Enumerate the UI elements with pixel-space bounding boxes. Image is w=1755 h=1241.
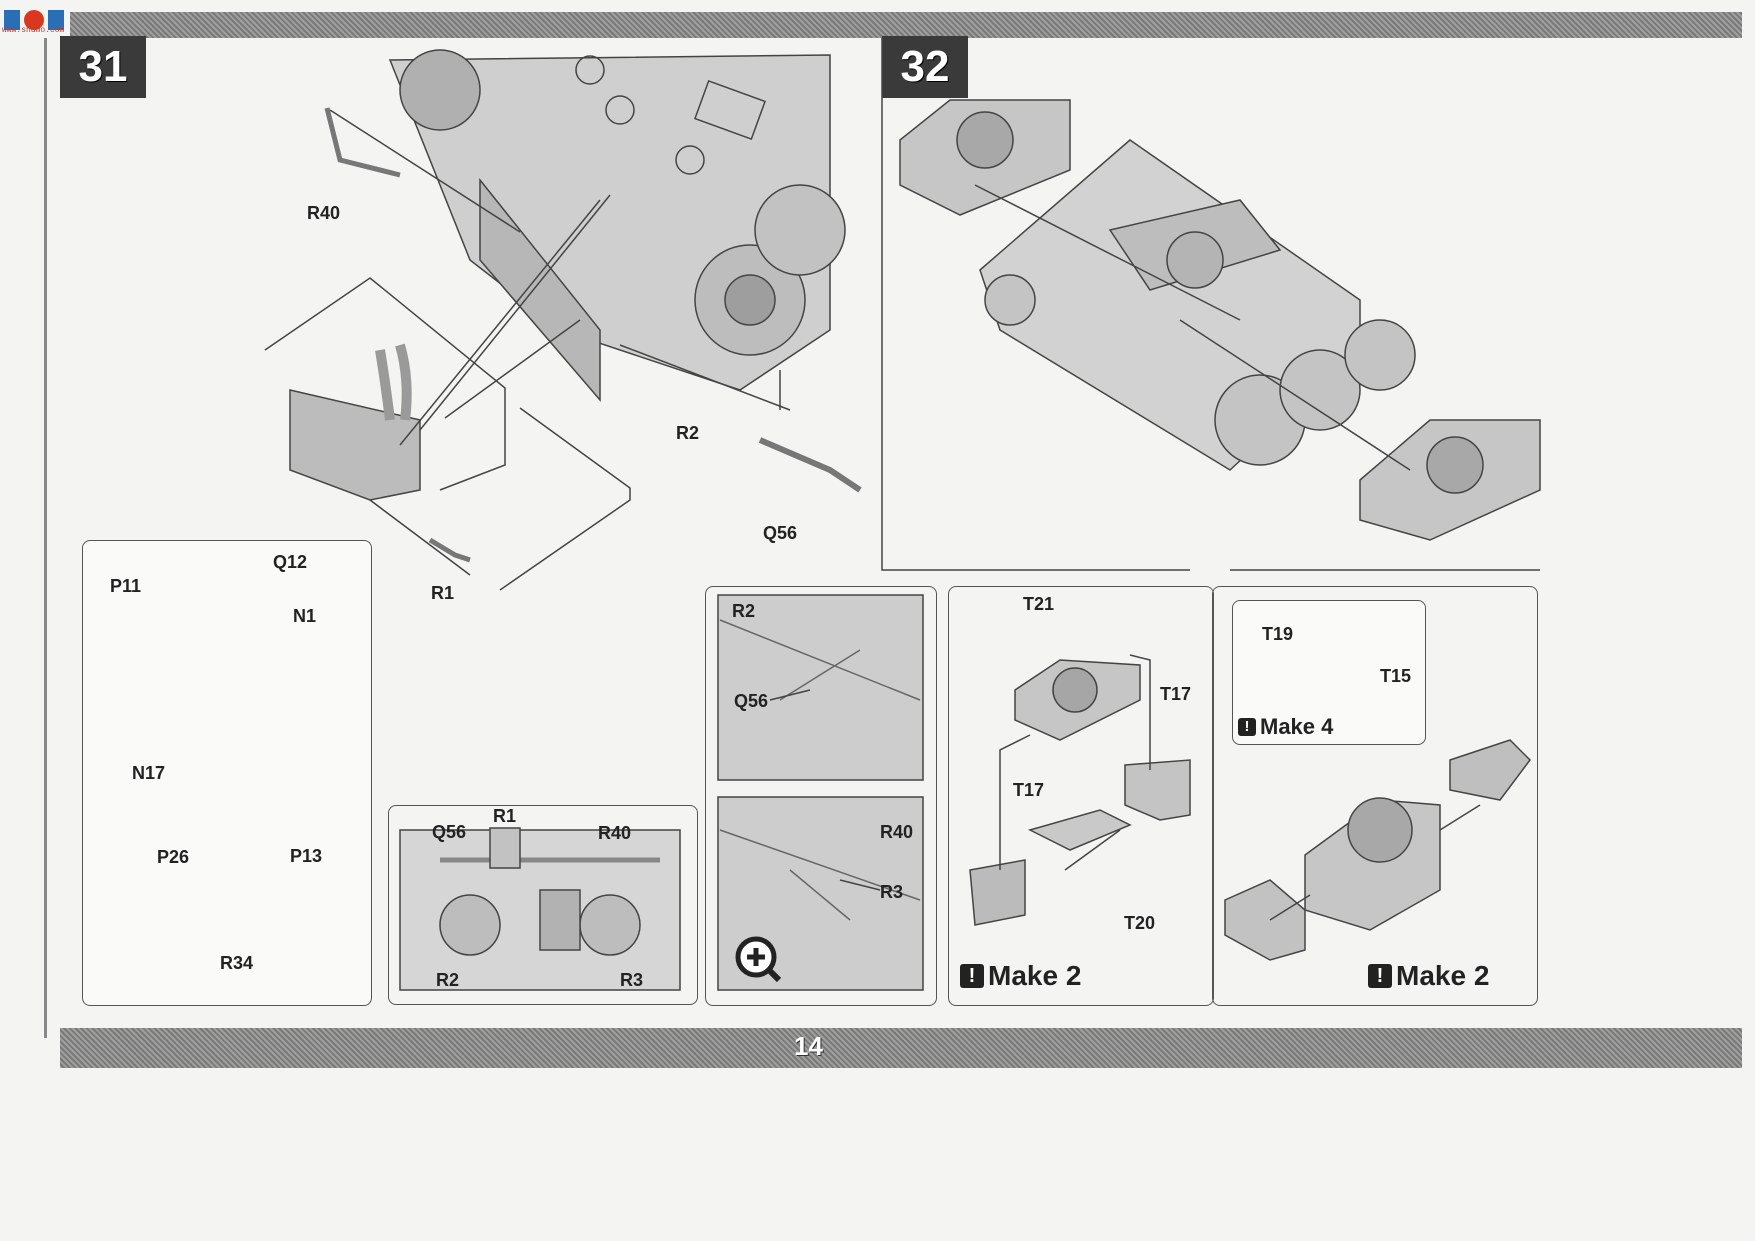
warning-icon: !: [1238, 718, 1256, 736]
make-note-b: ! Make 4: [1238, 714, 1333, 740]
logo-url: www.shumo.com: [2, 26, 65, 35]
part-label-p13: P13: [290, 846, 323, 866]
rear-label-r2: R2: [436, 970, 460, 990]
make-text: Make 2: [988, 960, 1082, 991]
part-label-n1: N1: [293, 606, 317, 626]
detail-panel-step32-b: [1232, 600, 1426, 745]
part-label-q12: Q12: [273, 552, 308, 572]
part-label-r34: R34: [220, 953, 254, 973]
part-label-q56: Q56: [763, 523, 798, 543]
site-logo: [2, 6, 68, 36]
warning-icon: !: [1368, 964, 1392, 988]
zoom-icon: [734, 935, 782, 983]
closeup-label-r40: R40: [880, 822, 914, 842]
part-label-r40: R40: [307, 203, 341, 223]
make-note-a: ! Make 2: [960, 960, 1081, 992]
top-bar: [70, 12, 1742, 38]
part-label-r1: R1: [431, 583, 455, 603]
part-label-n17: N17: [132, 763, 166, 783]
part-label-p11: P11: [110, 576, 142, 596]
left-edge-bar: [44, 38, 47, 1038]
rear-label-r1: R1: [493, 806, 517, 826]
make-text: Make 2: [1396, 960, 1490, 991]
part-label-t19: T19: [1262, 624, 1294, 644]
part-label-t21: T21: [1023, 594, 1055, 614]
closeup-label-q56: Q56: [734, 691, 769, 711]
page-number: 14: [794, 1031, 823, 1061]
make-text: Make 4: [1260, 714, 1334, 739]
part-label-t15: T15: [1380, 666, 1412, 686]
rear-label-q56: Q56: [432, 822, 467, 842]
closeup-label-r3: R3: [880, 882, 904, 902]
part-label-p26: P26: [157, 847, 190, 867]
bottom-bar: [60, 1028, 1742, 1068]
make-note-c: ! Make 2: [1368, 960, 1489, 992]
part-label-t17-left: T17: [1013, 780, 1045, 800]
part-label-t17-right: T17: [1160, 684, 1192, 704]
rear-label-r40: R40: [598, 823, 632, 843]
rear-label-r3: R3: [620, 970, 644, 990]
rear-view-panel: [388, 805, 698, 1005]
warning-icon: !: [960, 964, 984, 988]
part-label-t20: T20: [1124, 913, 1156, 933]
step-number-32: 32: [882, 36, 968, 98]
step-number-31: 31: [60, 36, 146, 98]
closeup-panel: [705, 586, 937, 1006]
part-label-r2: R2: [676, 423, 700, 443]
closeup-label-r2: R2: [732, 601, 756, 621]
detail-panel-step32-c: [1212, 586, 1538, 1006]
detail-panel-left: [82, 540, 372, 1006]
detail-panel-step32-a: [948, 586, 1214, 1006]
